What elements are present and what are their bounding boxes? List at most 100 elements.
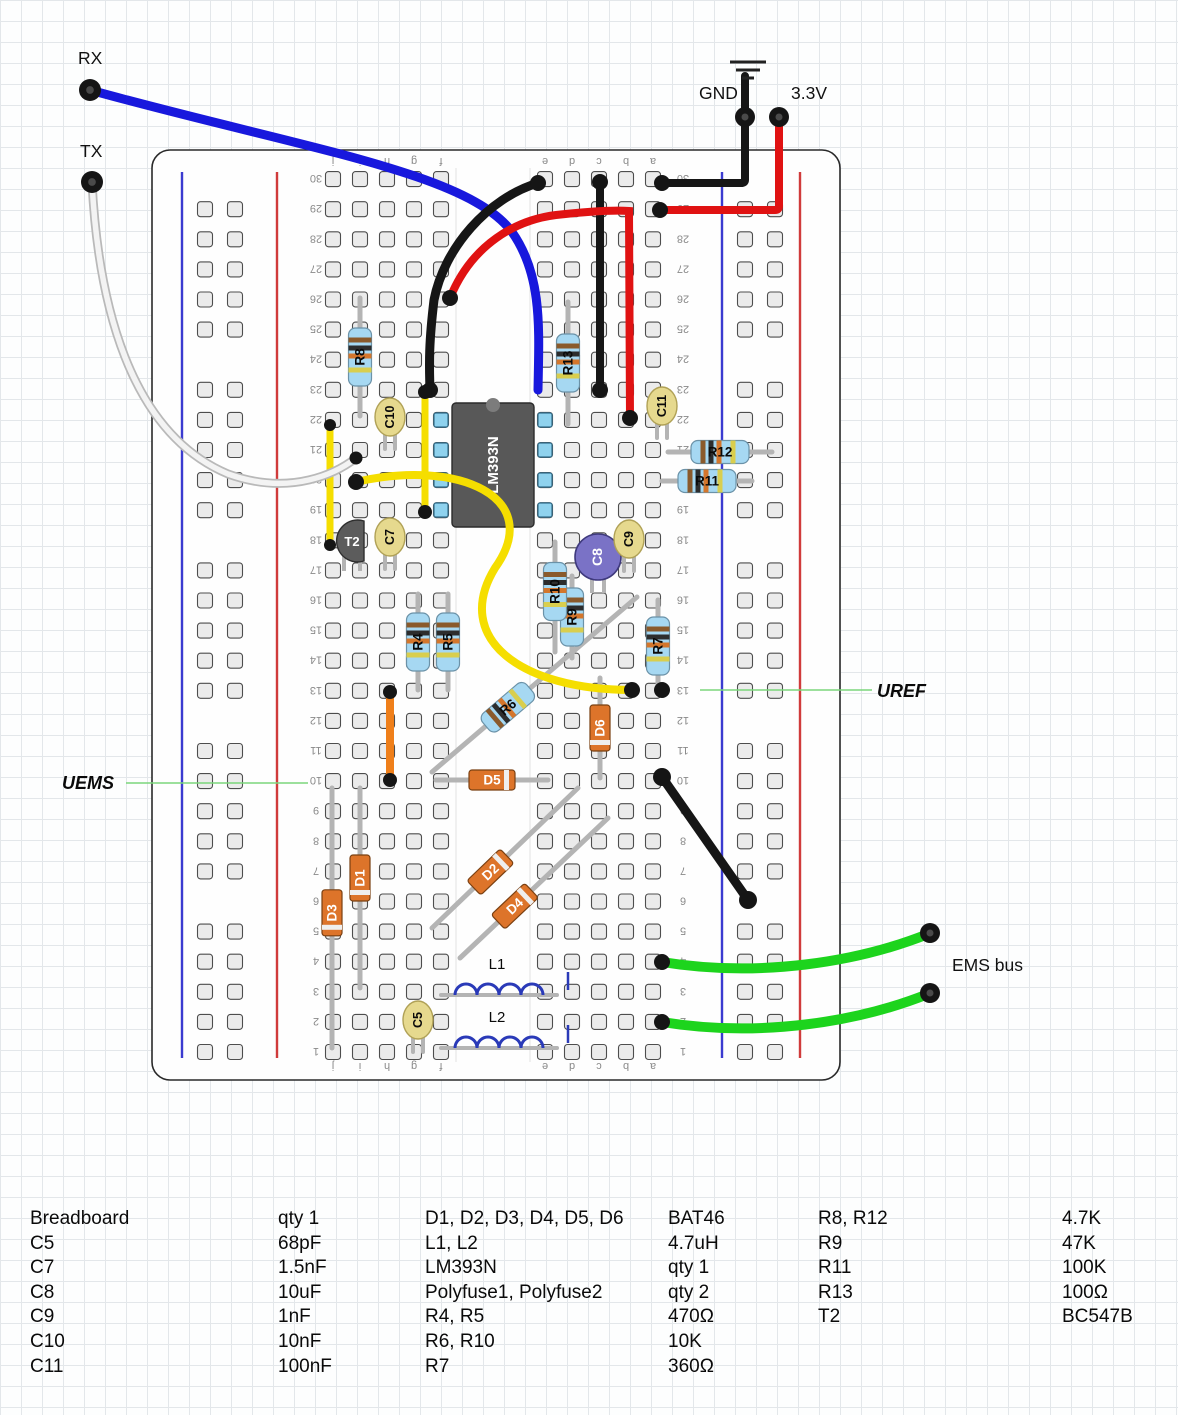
- component-L2: L2: [439, 1009, 570, 1050]
- component-C10: C10: [374, 397, 406, 451]
- parts-list-cell: 4.7K: [1062, 1208, 1102, 1229]
- label-D5: D5: [483, 773, 501, 788]
- label-C10: C10: [383, 405, 397, 428]
- row-number: 29: [310, 202, 322, 214]
- label-L1: L1: [489, 956, 506, 973]
- row-number: 10: [310, 774, 322, 786]
- component-C8: C8: [574, 533, 622, 593]
- label-R11: R11: [695, 474, 720, 489]
- row-number: 12: [677, 714, 689, 726]
- column-letter: a: [649, 1060, 656, 1072]
- wire-end-dot: [652, 202, 668, 218]
- column-letter: f: [439, 1060, 443, 1072]
- parts-list-cell: qty 1: [668, 1257, 710, 1279]
- component-C5: C5: [402, 1000, 434, 1054]
- component-D6: D6: [589, 675, 611, 781]
- label-R10: R10: [548, 579, 563, 604]
- red-wire: [446, 206, 634, 422]
- gnd-wire-top: [658, 72, 749, 187]
- row-number: 4: [313, 955, 319, 967]
- label-C11: C11: [655, 395, 669, 417]
- wire-end-dot: [348, 474, 364, 490]
- row-number: 15: [310, 624, 322, 636]
- parts-list-cell: 360Ω: [668, 1355, 714, 1377]
- row-number: 3: [680, 985, 686, 997]
- rx-label: RX: [78, 48, 103, 68]
- component-C11: C11: [646, 386, 678, 440]
- parts-list-cell: D1, D2, D3, D4, D5, D6: [425, 1208, 624, 1229]
- row-number: 9: [313, 804, 319, 816]
- component-C9: C9: [613, 519, 645, 573]
- ic-pin: [537, 502, 553, 518]
- parts-list-cell: R8, R12: [818, 1208, 888, 1229]
- parts-list-cell: 470Ω: [668, 1306, 714, 1328]
- component-R10: R10: [542, 539, 568, 655]
- parts-list-cell: 10nF: [278, 1330, 322, 1352]
- row-number: 28: [310, 232, 322, 244]
- label-D1: D1: [353, 869, 368, 887]
- parts-list-cell: 100K: [1062, 1257, 1107, 1279]
- component-IC1: LM393N: [451, 398, 535, 528]
- row-number: 5: [680, 925, 686, 937]
- ic-pin: [433, 412, 449, 428]
- wire-end-dot: [592, 382, 608, 398]
- component-D2: D2: [429, 785, 581, 931]
- label-R12: R12: [708, 445, 733, 460]
- parts-list-cell: R4, R5: [425, 1306, 485, 1328]
- label-R8: R8: [353, 348, 368, 366]
- row-number: 8: [680, 834, 686, 846]
- parts-list-cell: 47K: [1062, 1232, 1096, 1254]
- tx-wire: [89, 179, 359, 486]
- wire-end-dot: [654, 682, 670, 698]
- row-number: 14: [677, 654, 689, 666]
- row-number: 25: [310, 323, 322, 335]
- yellow-wire: [352, 471, 636, 694]
- gnd-label: GND: [699, 83, 738, 103]
- wire-end-dot: [349, 451, 363, 465]
- label-R7: R7: [651, 637, 666, 654]
- column-letter: f: [439, 155, 443, 167]
- component-L1: L1: [439, 956, 570, 997]
- wires: [85, 60, 933, 1034]
- row-number: 7: [313, 864, 319, 876]
- column-letter: j: [332, 1060, 335, 1072]
- ic-pin: [537, 412, 553, 428]
- row-number: 14: [310, 654, 322, 666]
- parts-list-cell: Polyfuse1, Polyfuse2: [425, 1281, 603, 1303]
- parts-list-cell: R11: [818, 1257, 852, 1279]
- ems-wire-2: [657, 989, 933, 1034]
- row-number: 22: [677, 413, 689, 425]
- parts-list-cell: L1, L2: [425, 1232, 478, 1254]
- ems-wire-1: [657, 929, 933, 974]
- rx-wire: [85, 85, 544, 395]
- row-number: 16: [677, 594, 689, 606]
- uref-label: UREF: [877, 681, 927, 701]
- column-letter: e: [542, 1060, 548, 1072]
- component-D3: D3: [321, 785, 343, 1051]
- black-wire-top: [424, 178, 543, 395]
- parts-list-cell: C11: [30, 1355, 64, 1377]
- label-L2: L2: [489, 1009, 506, 1026]
- wire-end-dot: [383, 773, 397, 787]
- parts-list-cell: qty 1: [278, 1208, 320, 1229]
- label-LM393N: LM393N: [485, 436, 502, 494]
- label-T2: T2: [344, 534, 359, 549]
- component-R11: R11: [659, 468, 755, 494]
- parts-list-cell: C9: [30, 1306, 55, 1328]
- wire-end-dot: [592, 174, 608, 190]
- component-T2: T2: [335, 519, 365, 571]
- row-number: 17: [310, 563, 322, 575]
- row-number: 10: [677, 774, 689, 786]
- wire-end-dot: [653, 768, 671, 786]
- wire-end-dot-center: [926, 989, 934, 997]
- parts-list-cell: C5: [30, 1232, 55, 1254]
- wire-end-dot: [654, 1014, 670, 1030]
- column-letter: b: [623, 1060, 629, 1072]
